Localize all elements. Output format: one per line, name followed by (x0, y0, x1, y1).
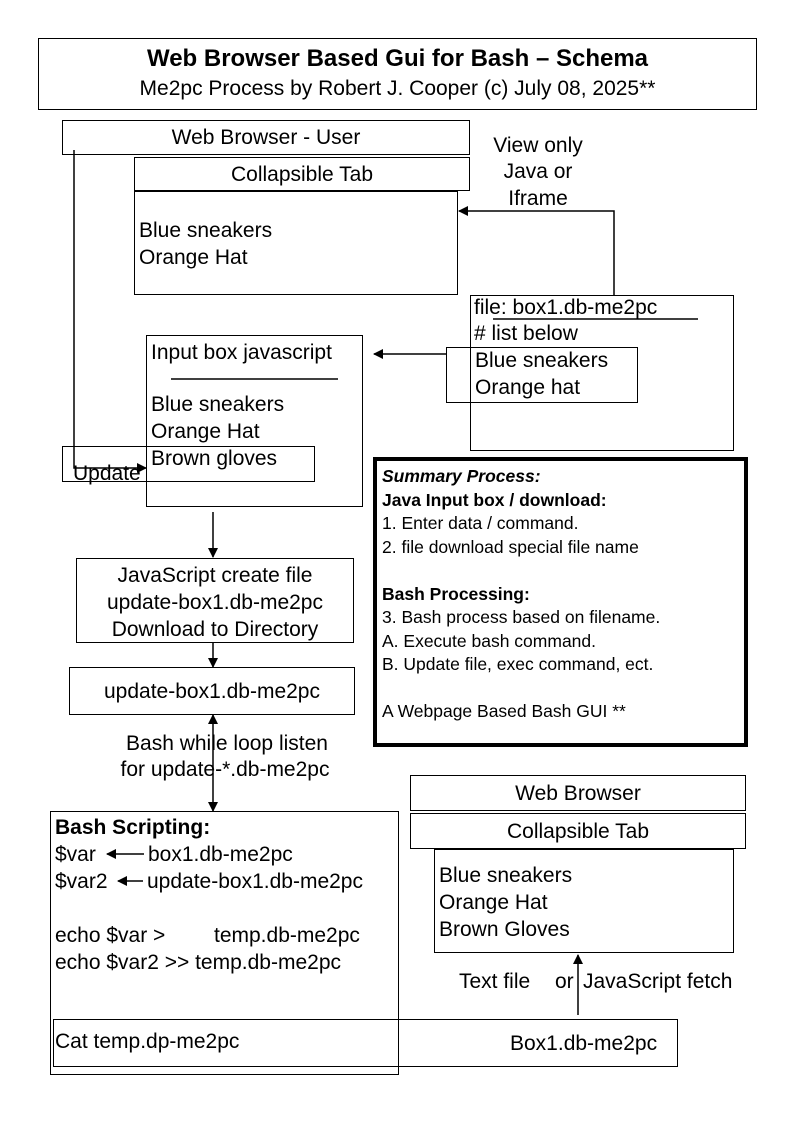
summary-footer: A Webpage Based Bash GUI ** (382, 701, 626, 721)
bash-echo1-target: temp.db-me2pc (214, 924, 360, 947)
list-item: Orange Hat (439, 891, 548, 914)
summary-step: 1. Enter data / command. (382, 513, 579, 533)
summary-bash-heading: Bash Processing: (382, 583, 530, 604)
file-box-items (446, 347, 638, 403)
view-only-arrow (458, 206, 615, 296)
summary-step: 2. file download special file name (382, 536, 639, 557)
bash-echo1: echo $var > (55, 924, 166, 947)
list-item: Orange Hat (139, 246, 248, 269)
new-item-value: Brown gloves (151, 447, 278, 470)
browser-bottom-content (434, 849, 734, 953)
summary-step: 3. Bash process based on filename. (382, 607, 661, 627)
bash-var1-source: box1.db-me2pc (148, 843, 293, 866)
bash-var2: $var2 (55, 870, 108, 893)
summary-spacer (382, 677, 739, 701)
view-only-note: Java or (503, 160, 573, 183)
fetch-note-text-file: Text file (459, 970, 531, 993)
browser-bottom-tab-label: Collapsible Tab (506, 820, 650, 843)
summary-java-heading: Java Input box / download: (382, 489, 607, 510)
browser-top-tab[interactable] (134, 157, 470, 191)
browser-top-content (134, 191, 458, 295)
update-file-label: update-box1.db-me2pc (104, 680, 320, 703)
list-item: Orange Hat (151, 420, 260, 443)
list-item: Blue sneakers (139, 219, 273, 242)
fetch-note-or: or (555, 970, 574, 993)
file-box-name: file: box1.db-me2pc (474, 296, 658, 319)
summary-step: A. Execute bash command. (382, 630, 596, 651)
browser-top-header (62, 120, 470, 155)
bash-scripting-box (50, 811, 399, 1075)
list-item: Blue sneakers (151, 393, 285, 416)
summary-spacer (382, 559, 739, 583)
bash-cat-command: Cat temp.dp-me2pc (55, 1030, 240, 1053)
new-item-field[interactable] (62, 446, 315, 482)
update-file-box (69, 667, 355, 715)
bash-scripting-heading: Bash Scripting: (55, 816, 211, 839)
js-create-box (76, 558, 354, 643)
fetch-note-js-fetch: JavaScript fetch (583, 970, 733, 993)
browser-bottom-header (410, 775, 746, 811)
list-item: Blue sneakers (439, 864, 573, 887)
bash-var1: $var (55, 843, 96, 866)
browser-top-tab-label: Collapsible Tab (230, 163, 374, 186)
js-create-line: JavaScript create file (117, 564, 313, 587)
browser-bottom-label: Web Browser (515, 782, 641, 805)
summary-heading: Summary Process: (382, 466, 541, 486)
page-title: Web Browser Based Gui for Bash – Schema (146, 45, 649, 72)
summary-panel: Summary Process: Java Input box / downlo… (373, 457, 748, 747)
file-box-comment: # list below (474, 322, 578, 345)
js-create-line: update-box1.db-me2pc (107, 591, 323, 614)
view-only-note: Iframe (508, 187, 568, 210)
bash-var2-source: update-box1.db-me2pc (147, 870, 363, 893)
view-only-note: View only (493, 134, 583, 157)
input-box[interactable] (146, 335, 363, 507)
input-box-label: Input box javascript (151, 341, 332, 364)
loop-note: Bash while loop listen (126, 732, 328, 755)
summary-step: B. Update file, exec command, ect. (382, 654, 654, 674)
bash-echo2: echo $var2 >> temp.db-me2pc (55, 951, 342, 974)
output-file-label: Box1.db-me2pc (510, 1032, 658, 1055)
list-item: Orange hat (475, 376, 581, 399)
browser-top-label: Web Browser - User (171, 126, 361, 149)
page-subtitle: Me2pc Process by Robert J. Cooper (c) Ju… (139, 77, 656, 100)
browser-bottom-tab[interactable] (410, 813, 746, 849)
update-button[interactable]: Update (73, 462, 141, 485)
list-item: Brown Gloves (439, 918, 570, 941)
header-box (38, 38, 757, 110)
cat-output-bar (53, 1019, 678, 1067)
list-item: Blue sneakers (475, 349, 609, 372)
file-box (470, 295, 734, 451)
js-create-line: Download to Directory (111, 618, 319, 641)
loop-note: for update-*.db-me2pc (120, 758, 330, 781)
